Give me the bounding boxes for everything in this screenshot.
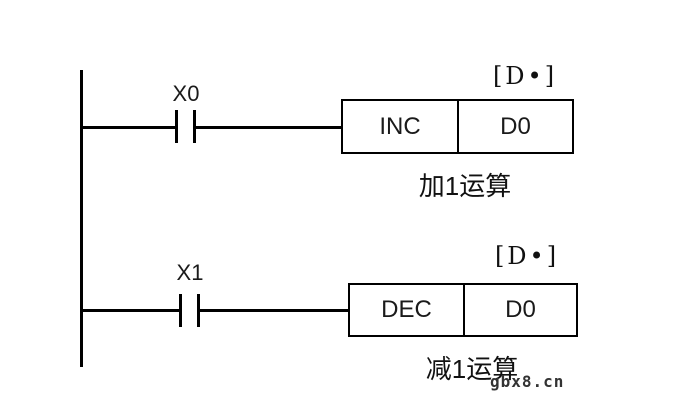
rung1-operand-value: D0 — [457, 101, 572, 152]
rung1-instruction-box: INC D0 — [341, 99, 574, 154]
rung2-instruction-mnemonic: DEC — [381, 296, 432, 323]
contact-bar-left — [175, 110, 178, 143]
contact-bar-right — [197, 294, 200, 327]
rung2-wire-left — [83, 309, 179, 312]
power-rail — [80, 70, 83, 367]
rung1-wire-left — [83, 126, 176, 129]
rung1-contact-label: X0 — [172, 81, 200, 106]
rung2-wire-right — [200, 309, 348, 312]
contact-bar-left — [179, 294, 182, 327]
rung1-operand-header: [D•] — [492, 62, 558, 90]
contact-bar-right — [193, 110, 196, 143]
rung2-operand-value: D0 — [463, 285, 576, 335]
site-watermark: gbx8.cn — [490, 372, 565, 391]
rung2-operand-header: [D•] — [494, 242, 560, 270]
rung1-wire-right — [196, 126, 341, 129]
rung2-caption: 减1运算 — [425, 354, 519, 384]
rung2-contact-label: X1 — [176, 260, 204, 285]
rung1-instruction-mnemonic: INC — [379, 112, 421, 140]
rung1-caption: 加1运算 — [418, 171, 512, 201]
rung2-instruction-box: DEC D0 — [348, 283, 578, 337]
